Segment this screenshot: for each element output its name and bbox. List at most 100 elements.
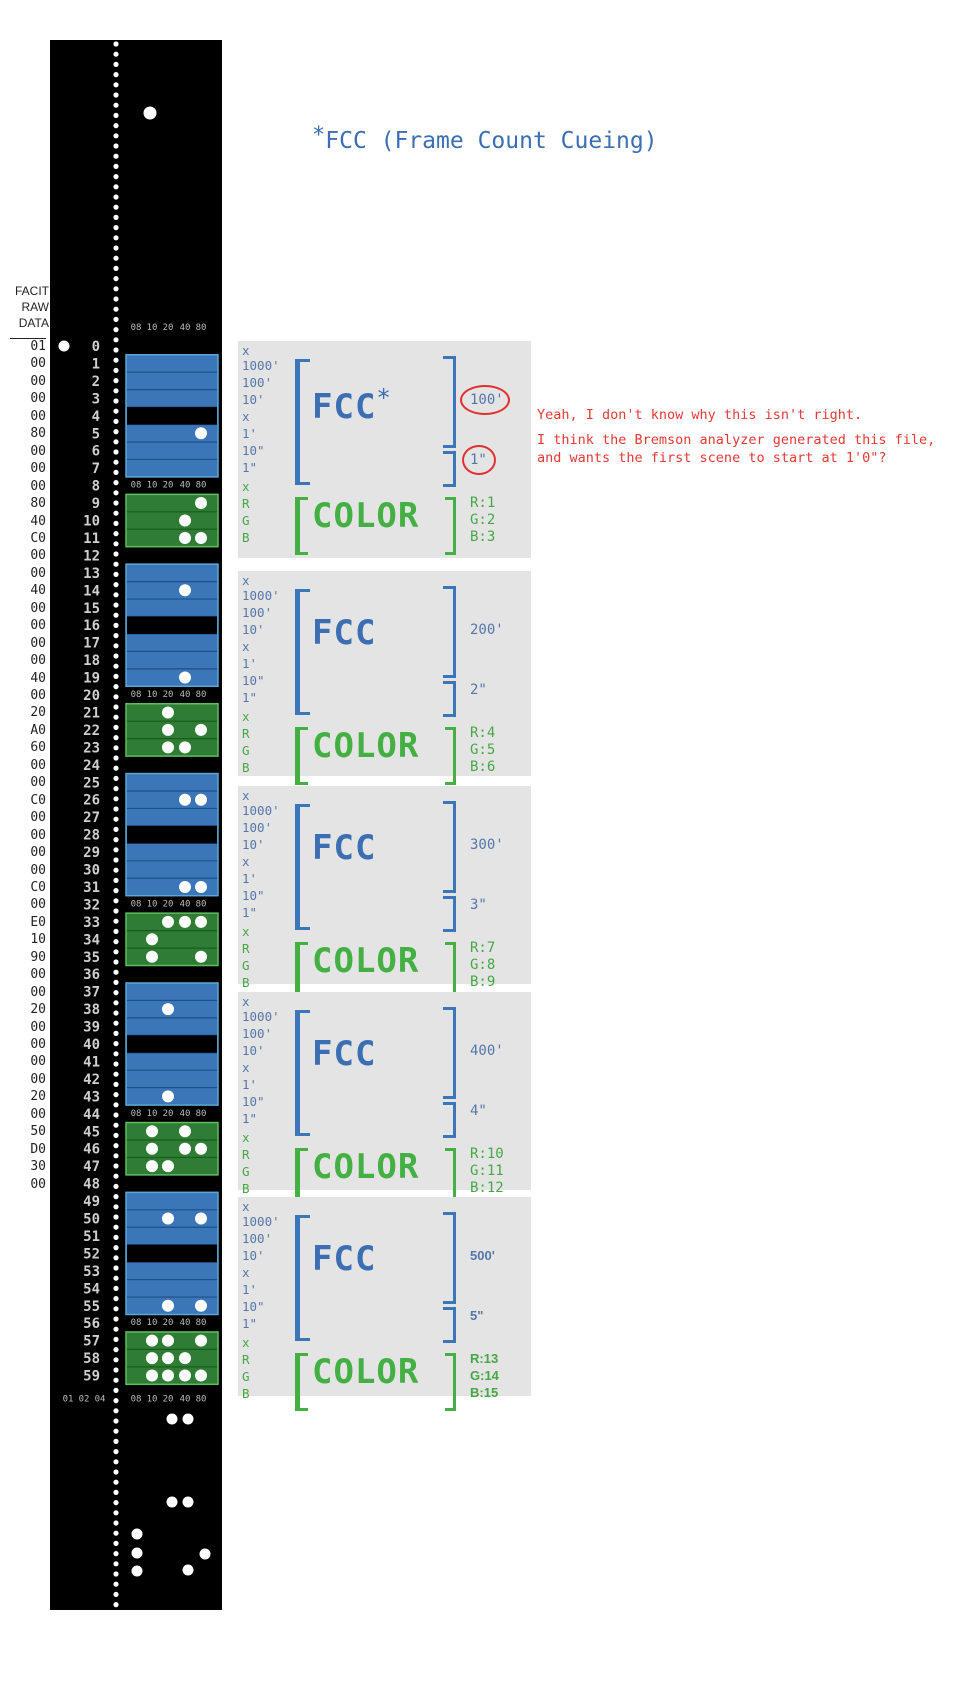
leader-hole [143, 106, 157, 120]
color-channel-label: B [242, 760, 250, 775]
fcc-digit-label: 1000' [242, 1009, 280, 1024]
column-label: 08 [131, 1395, 142, 1405]
column-label: 10 [147, 899, 158, 909]
fcc-digit-label: 1' [242, 656, 258, 671]
feet-value: 400' [470, 1043, 504, 1059]
fcc-digit-label: 10" [242, 1094, 265, 1109]
sprocket-hole [113, 1010, 119, 1016]
fcc-separator-row [127, 1035, 217, 1053]
column-label: 10 [147, 1318, 158, 1328]
sprocket-hole [113, 1224, 119, 1230]
row-number: 13 [83, 566, 100, 582]
row-number: 26 [83, 793, 100, 809]
sprocket-hole [113, 1459, 119, 1465]
rgb-bracket [445, 727, 456, 785]
data-hole [162, 1160, 174, 1173]
sprocket-hole [113, 1561, 119, 1567]
sprocket-hole [113, 1398, 119, 1404]
color-channel-label: G [242, 958, 250, 973]
sprocket-hole [113, 1357, 119, 1363]
data-hole [179, 671, 191, 684]
sprocket-hole [113, 51, 119, 57]
row-number: 5 [92, 426, 100, 442]
row-number: 15 [83, 601, 100, 617]
sprocket-hole [113, 296, 119, 302]
fcc-asterisk: * [376, 384, 392, 412]
red-value: R:13 [470, 1351, 499, 1366]
raw-data-value: 20 [30, 1089, 46, 1105]
sprocket-hole [113, 541, 119, 547]
sprocket-hole [113, 816, 119, 822]
sprocket-hole [113, 684, 119, 690]
data-hole [146, 1160, 158, 1173]
column-label: 08 [131, 690, 142, 700]
feet-value: 200' [470, 622, 504, 638]
sprocket-hole [113, 755, 119, 761]
fcc-digit-label: 1" [242, 460, 258, 475]
sprocket-hole [113, 745, 119, 751]
sprocket-hole [113, 1265, 119, 1271]
sprocket-hole [113, 1020, 119, 1026]
sprocket-hole [113, 633, 119, 639]
sprocket-hole [113, 1602, 119, 1608]
sprocket-hole [113, 582, 119, 588]
sprocket-hole [113, 888, 119, 894]
sprocket-hole [113, 918, 119, 924]
fcc-word-text: FCC [312, 1034, 377, 1074]
data-hole [179, 741, 191, 754]
row-number: 46 [83, 1142, 100, 1158]
fcc-digit-label: 1" [242, 905, 258, 920]
sprocket-hole [113, 1173, 119, 1179]
column-label: 40 [180, 323, 191, 333]
trailer-hole [131, 1528, 143, 1540]
row-number: 24 [83, 758, 100, 774]
raw-data-value: 00 [30, 862, 46, 878]
column-label: 10 [147, 690, 158, 700]
sprocket-hole [113, 898, 119, 904]
raw-data-value: C0 [30, 792, 46, 808]
raw-data-value: 00 [30, 1037, 46, 1052]
row-number: 55 [83, 1299, 100, 1315]
raw-data-value: 10 [30, 932, 46, 948]
trailer-hole [199, 1548, 211, 1560]
sprocket-hole [113, 225, 119, 231]
color-channel-label: B [242, 1386, 250, 1401]
data-hole [162, 1369, 174, 1382]
fcc-word-text: FCC [312, 387, 377, 427]
sprocket-hole [113, 826, 119, 833]
raw-data-value: 00 [30, 600, 46, 616]
note-line-1: Yeah, I don't know why this isn't right. [537, 407, 863, 423]
column-label: 20 [163, 1318, 174, 1328]
fcc-word: FCC [312, 1242, 376, 1276]
fcc-digit-label: 100' [242, 375, 273, 390]
fcc-digit-label: 1' [242, 1077, 258, 1092]
data-hole [146, 950, 158, 963]
column-label: 80 [196, 1318, 207, 1328]
sprocket-hole [113, 1000, 119, 1006]
fcc-separator-row [127, 1244, 217, 1263]
sprocket-hole [113, 1489, 119, 1495]
row-number: 44 [83, 1107, 100, 1123]
note-line-3: and wants the first scene to start at 1'… [537, 450, 887, 466]
column-label: 20 [163, 323, 174, 333]
data-hole [195, 1334, 207, 1347]
red-value: R:1 [470, 495, 496, 511]
blue-value: B:9 [470, 974, 496, 990]
color-word: COLOR [312, 1147, 420, 1187]
fcc-digit-label: 10' [242, 1248, 265, 1263]
data-hole [162, 741, 174, 754]
raw-data-value: 40 [30, 583, 46, 599]
title-text: FCC (Frame Count Cueing) [325, 128, 658, 154]
raw-data-value: 00 [30, 391, 46, 407]
data-hole [195, 497, 207, 510]
column-label: 20 [163, 899, 174, 909]
sprocket-hole [113, 388, 119, 394]
fcc-bracket [295, 589, 310, 715]
title-asterisk: * [312, 123, 326, 148]
raw-data-value: 00 [30, 845, 46, 861]
sprocket-hole [113, 663, 119, 669]
row-number: 1 [92, 356, 100, 372]
raw-data-value: 00 [30, 635, 46, 651]
green-value: G:2 [470, 512, 496, 528]
sprocket-hole [113, 1336, 119, 1342]
